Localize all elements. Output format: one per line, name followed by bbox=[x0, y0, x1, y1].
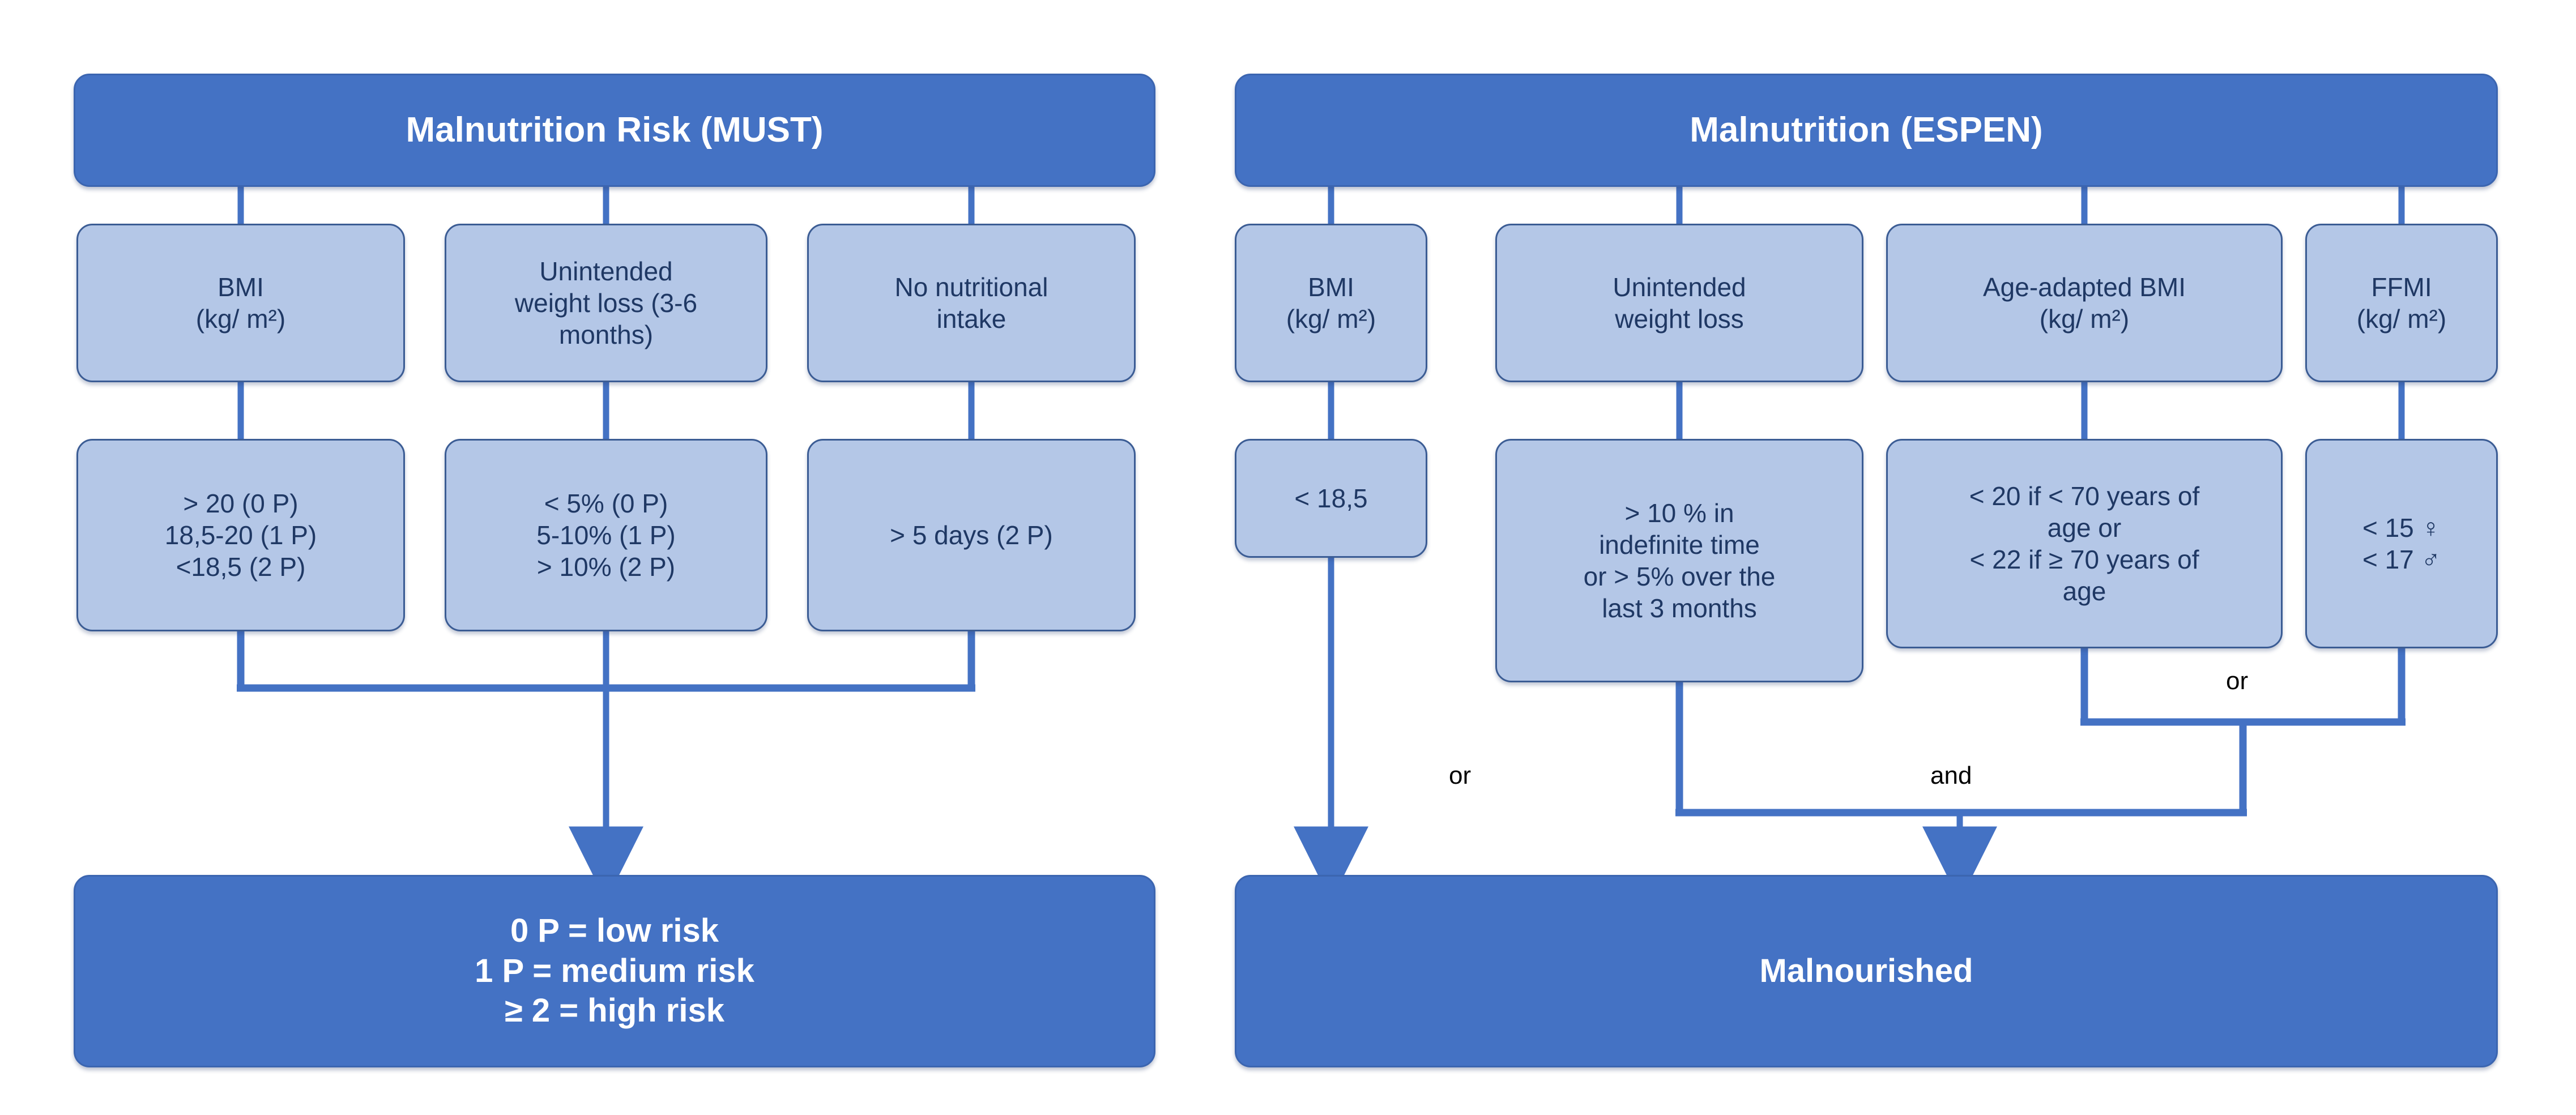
espen-and-label: and bbox=[1930, 762, 1972, 789]
espen-and-merge bbox=[1675, 682, 2247, 817]
espen-criteria-ffmi: < 15 ♀ < 17 ♂ bbox=[2305, 439, 2498, 648]
must-criteria-weight-loss: < 5% (0 P) 5-10% (1 P) > 10% (2 P) bbox=[445, 439, 767, 631]
must-merge-connector bbox=[237, 631, 975, 692]
must-parameter-bmi: BMI (kg/ m²) bbox=[76, 224, 405, 382]
must-header-to-params bbox=[237, 187, 975, 224]
espen-header-to-params bbox=[1328, 187, 2405, 224]
must-header: Malnutrition Risk (MUST) bbox=[74, 74, 1155, 187]
espen-parameter-bmi: BMI (kg/ m²) bbox=[1235, 224, 1427, 382]
must-criteria-bmi: > 20 (0 P) 18,5-20 (1 P) <18,5 (2 P) bbox=[76, 439, 405, 631]
must-parameter-no-intake: No nutritional intake bbox=[807, 224, 1136, 382]
must-criteria-no-intake: > 5 days (2 P) bbox=[807, 439, 1136, 631]
espen-or-right-label: or bbox=[2226, 667, 2249, 695]
must-parameter-weight-loss: Unintended weight loss (3-6 months) bbox=[445, 224, 767, 382]
espen-criteria-bmi: < 18,5 bbox=[1235, 439, 1427, 558]
must-params-to-criteria bbox=[237, 382, 975, 439]
espen-criteria-age-adapted-bmi: < 20 if < 70 years of age or < 22 if ≥ 7… bbox=[1886, 439, 2283, 648]
espen-params-to-criteria bbox=[1328, 382, 2405, 439]
espen-parameter-age-adapted-bmi: Age-adapted BMI (kg/ m²) bbox=[1886, 224, 2283, 382]
espen-header: Malnutrition (ESPEN) bbox=[1235, 74, 2498, 187]
espen-parameter-ffmi: FFMI (kg/ m²) bbox=[2305, 224, 2498, 382]
espen-or-left-label: or bbox=[1449, 762, 1472, 789]
espen-criteria-weight-loss: > 10 % in indefinite time or > 5% over t… bbox=[1495, 439, 1863, 682]
espen-parameter-weight-loss: Unintended weight loss bbox=[1495, 224, 1863, 382]
must-result-box: 0 P = low risk 1 P = medium risk ≥ 2 = h… bbox=[74, 875, 1155, 1067]
espen-result-box: Malnourished bbox=[1235, 875, 2498, 1067]
